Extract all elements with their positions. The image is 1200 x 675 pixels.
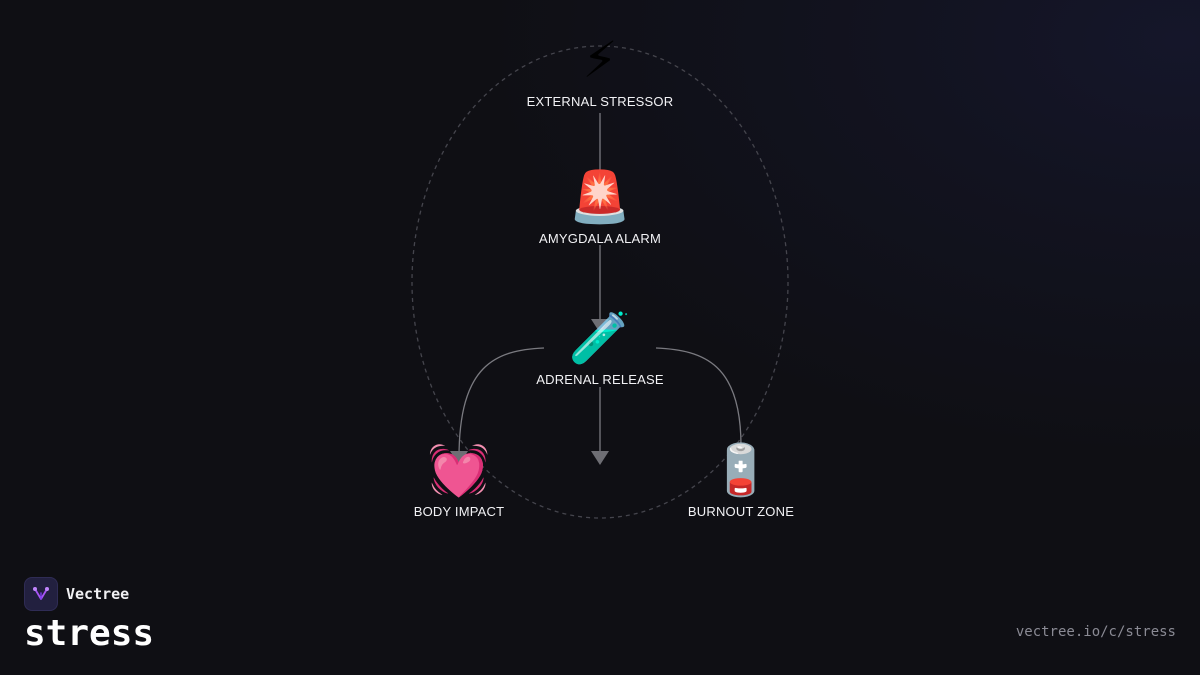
node-label: EXTERNAL STRESSOR: [526, 94, 674, 109]
page-url[interactable]: vectree.io/c/stress: [1015, 624, 1176, 640]
node-burnout-zone[interactable]: 🪫 BURNOUT ZONE: [641, 440, 841, 519]
node-body-impact[interactable]: 💓 BODY IMPACT: [359, 440, 559, 519]
node-label: BODY IMPACT: [413, 504, 505, 519]
vectree-logo-icon: [24, 577, 58, 611]
connector-adrenal-to-body-impact: [450, 347, 545, 465]
feedback-loop-outline: [411, 45, 789, 519]
node-label: BURNOUT ZONE: [687, 504, 795, 519]
page-title: stress: [24, 613, 155, 654]
node-amygdala-alarm[interactable]: 🚨 AMYGDALA ALARM: [500, 167, 700, 246]
siren-icon: 🚨: [568, 168, 632, 226]
connector-adrenal-to-burnout: [655, 347, 742, 447]
node-adrenal-release[interactable]: 🧪 ADRENAL RELEASE: [500, 308, 700, 387]
lightning-icon: ⚡: [582, 31, 618, 89]
low-battery-icon: 🪫: [709, 441, 773, 499]
brand-name: Vectree: [66, 585, 130, 603]
brand[interactable]: Vectree: [24, 577, 129, 611]
node-label: AMYGDALA ALARM: [538, 231, 661, 246]
beating-heart-icon: 💓: [427, 441, 491, 499]
test-tube-icon: 🧪: [568, 309, 632, 367]
node-external-stressor[interactable]: ⚡ EXTERNAL STRESSOR: [500, 30, 700, 109]
node-label: ADRENAL RELEASE: [536, 372, 664, 387]
